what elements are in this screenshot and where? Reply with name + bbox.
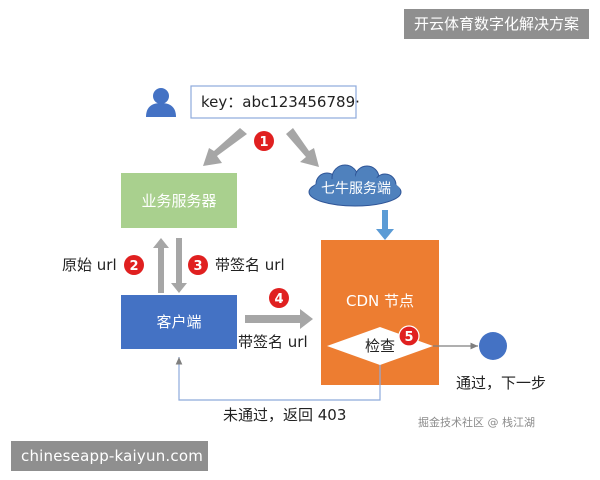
key-box: [190, 85, 357, 119]
step-badge-1: 1: [254, 131, 274, 151]
svg-text:2: 2: [129, 259, 138, 274]
svg-text:5: 5: [404, 330, 413, 345]
key-label: key：abc123456789·: [201, 93, 360, 111]
svg-text:1: 1: [259, 135, 268, 150]
cdn-node-label: CDN 节点: [346, 292, 414, 310]
user-icon: [146, 88, 176, 117]
original-url-label: 原始 url: [62, 256, 117, 274]
client-label: 客户端: [156, 313, 201, 331]
step-badge-4: 4: [269, 288, 289, 308]
step-badge-2: 2: [124, 255, 144, 275]
business-server-box: [121, 173, 237, 228]
qiniu-cloud: [308, 164, 402, 207]
pass-next-label: 通过，下一步: [456, 374, 546, 392]
client-box: [121, 295, 237, 349]
cloud-to-cdn-arrow: [376, 210, 394, 240]
step-badge-3: 3: [188, 255, 208, 275]
watermark: 掘金技术社区 @ 栈江湖: [418, 415, 535, 429]
end-dot: [479, 332, 507, 360]
fail-return-label: 未通过，返回 403: [223, 406, 346, 424]
top-banner: 开云体育数字化解决方案: [403, 9, 589, 39]
svg-text:4: 4: [274, 292, 283, 307]
step-badge-5: 5: [398, 325, 420, 347]
svg-text:3: 3: [193, 259, 202, 274]
client-to-cdn-arrow: [245, 309, 313, 329]
qiniu-server-label: 七牛服务端: [321, 181, 391, 197]
vertical-arrows: [153, 238, 187, 293]
bottom-banner: chineseapp-kaiyun.com: [11, 441, 208, 471]
fail-return-line: [175, 357, 381, 401]
signed-url-label-right: 带签名 url: [238, 333, 308, 351]
check-label: 检查: [365, 337, 395, 355]
business-server-label: 业务服务器: [141, 192, 216, 210]
split-arrow: [203, 128, 319, 167]
signed-url-label-up: 带签名 url: [215, 256, 285, 274]
